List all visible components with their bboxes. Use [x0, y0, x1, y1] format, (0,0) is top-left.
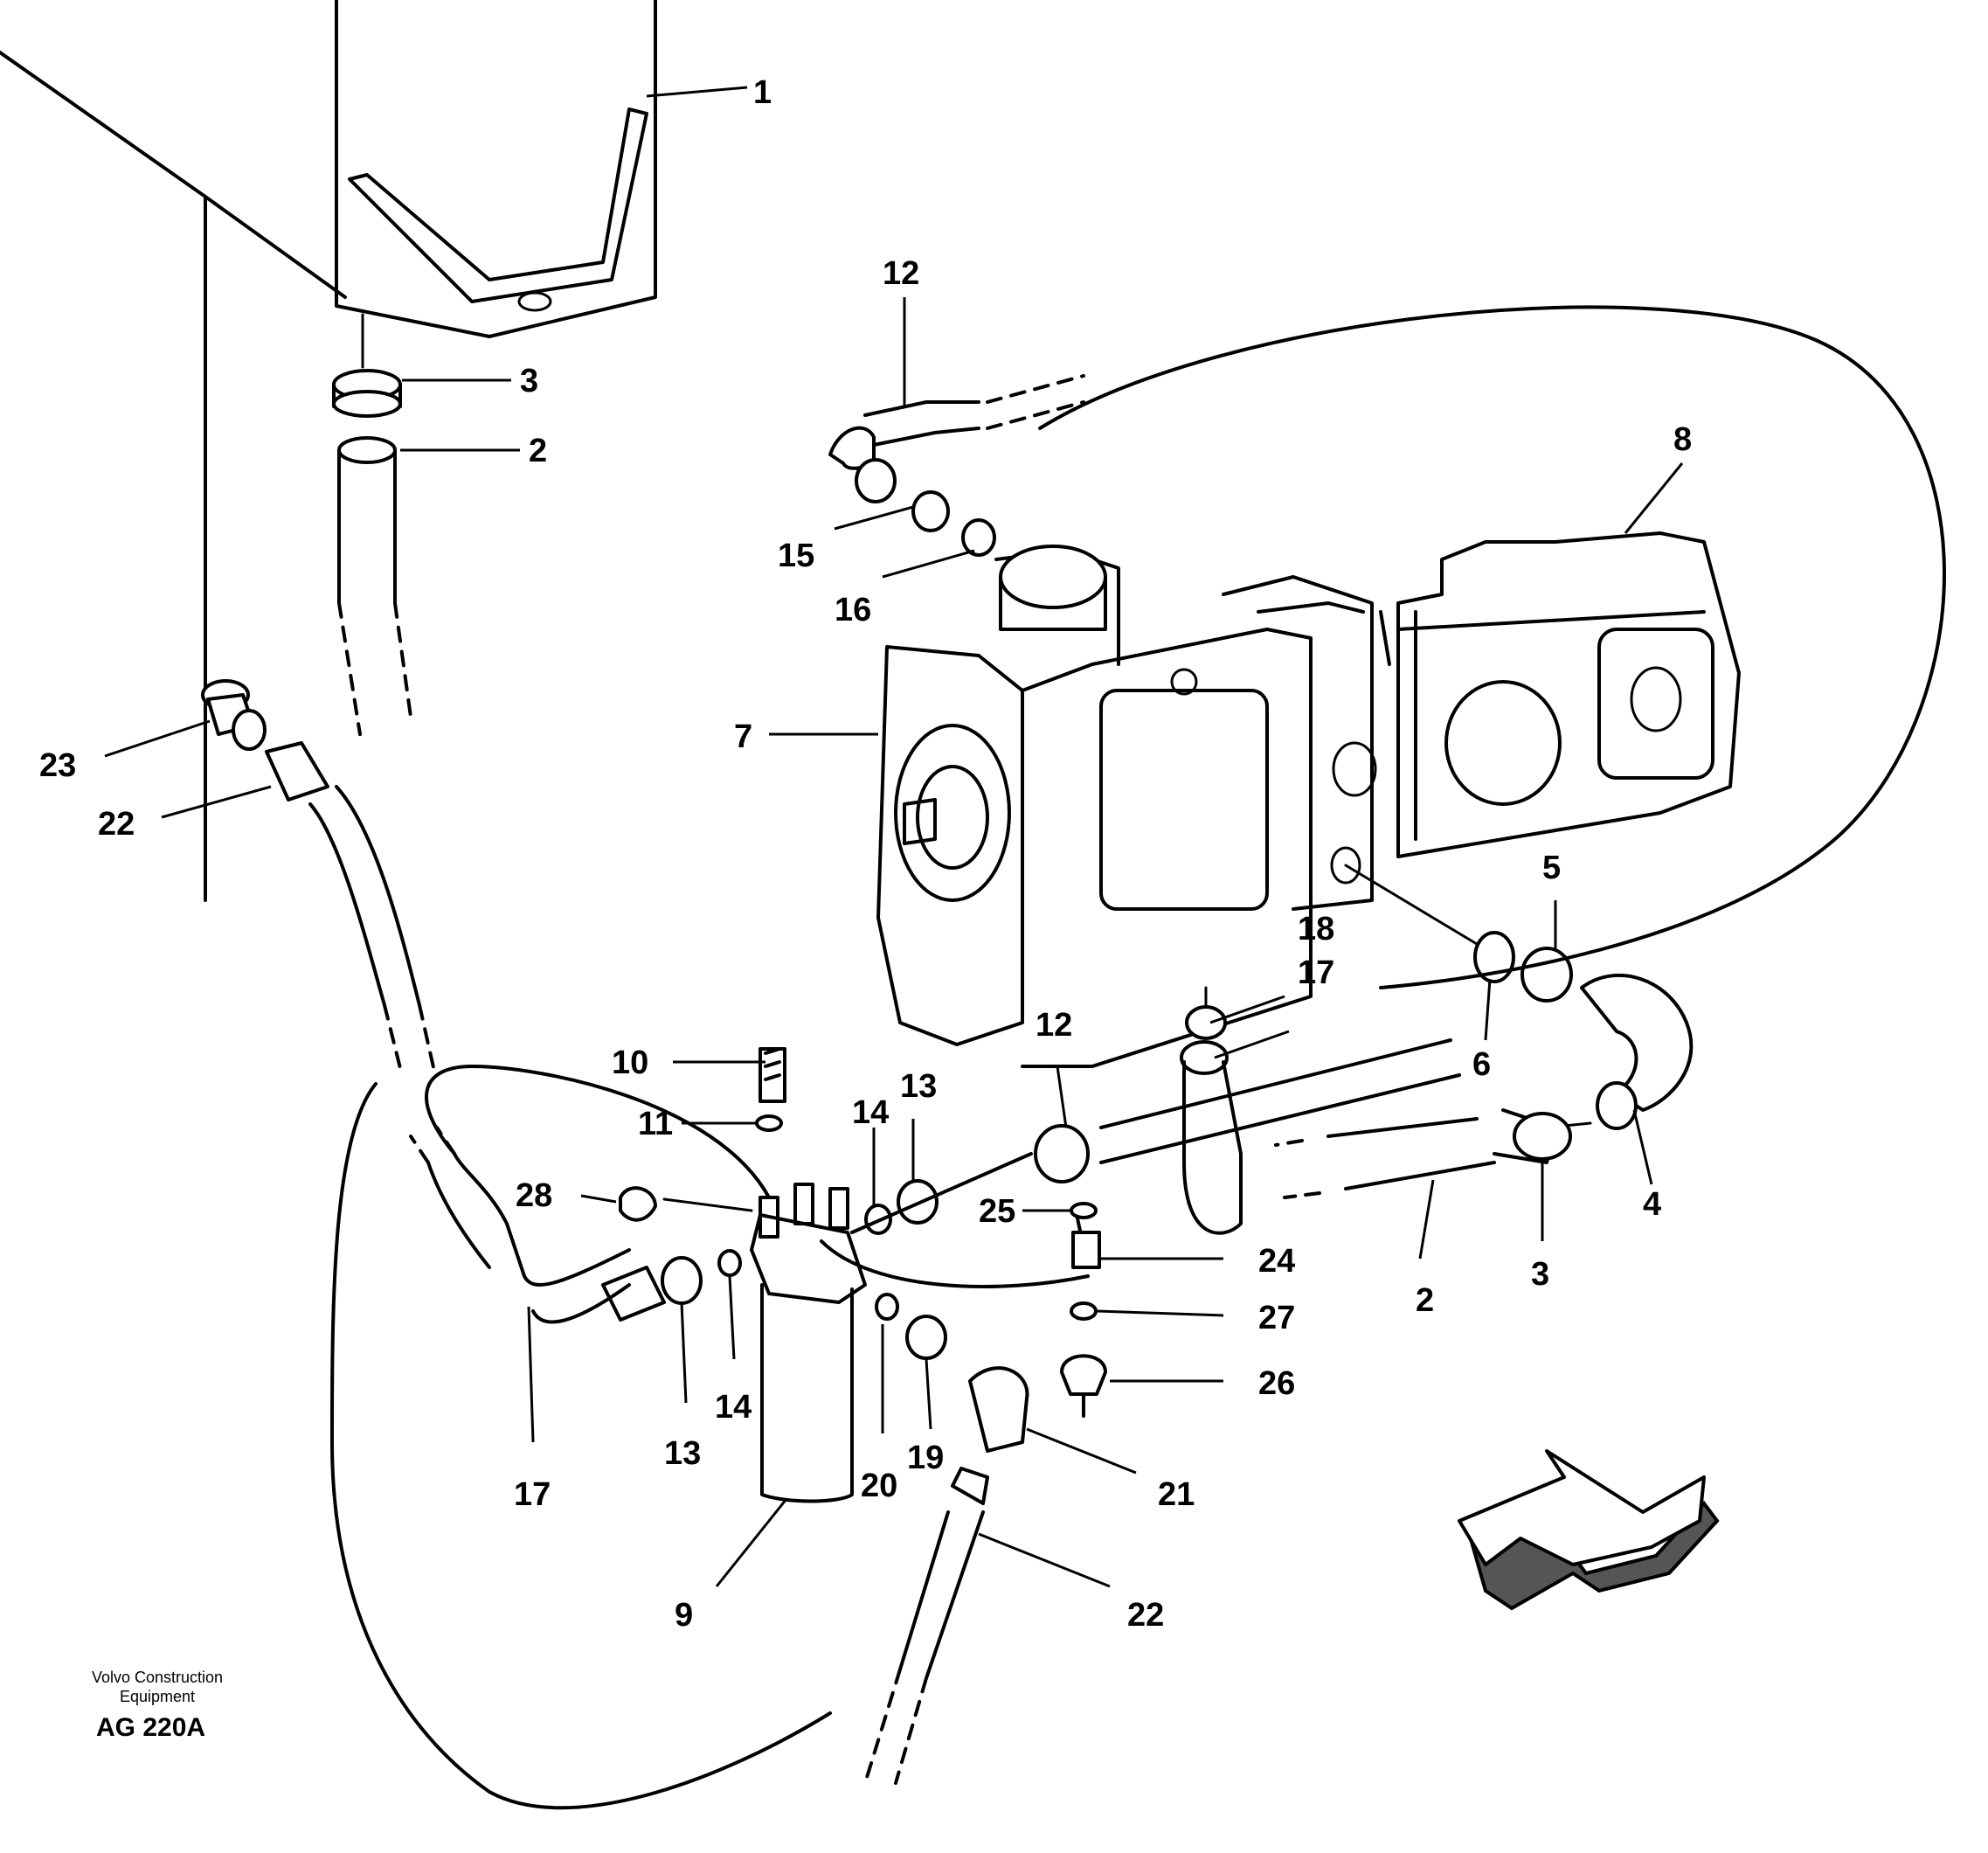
callout-12: 12	[883, 255, 919, 292]
oil-filter-assembly	[601, 1047, 1029, 1785]
callout-12b: 12	[1036, 1007, 1072, 1044]
callout-8: 8	[1673, 421, 1692, 458]
callout-3: 3	[520, 363, 538, 399]
hydraulic-pump-assembly	[876, 531, 1741, 1068]
company-credit: Volvo Construction Equipment	[52, 1668, 262, 1706]
company-line-2: Equipment	[119, 1688, 196, 1705]
callout-22b: 22	[1127, 1597, 1164, 1634]
callout-7: 7	[734, 718, 752, 755]
callout-26: 26	[1258, 1365, 1295, 1402]
company-line-1: Volvo Construction	[91, 1669, 224, 1686]
callout-24: 24	[1258, 1243, 1295, 1280]
callout-22: 22	[98, 806, 135, 843]
suction-hose-upper	[332, 313, 412, 736]
callout-5: 5	[1542, 850, 1561, 886]
callout-13b: 13	[664, 1435, 701, 1472]
pressure-pipe-assembly	[820, 986, 1461, 1418]
callout-labels: 1 3 2 12 15 16 7 8 5 18 17 6 12 10 13 14…	[39, 74, 1692, 1634]
return-loop-line	[1038, 305, 1946, 989]
callout-13: 13	[900, 1068, 937, 1105]
callout-1: 1	[753, 74, 772, 111]
callout-27: 27	[1258, 1300, 1295, 1336]
callout-11: 11	[638, 1106, 673, 1142]
callout-2: 2	[529, 433, 547, 469]
callout-19: 19	[907, 1440, 944, 1476]
filter-inlet-hose	[409, 1065, 1033, 1324]
hydraulic-tank	[0, 0, 657, 902]
callout-28: 28	[516, 1177, 552, 1214]
direction-arrow-icon	[1458, 1449, 1720, 1611]
callout-14b: 14	[715, 1389, 752, 1426]
callout-3b: 3	[1531, 1256, 1549, 1293]
callout-25: 25	[979, 1193, 1015, 1230]
callout-14: 14	[852, 1094, 889, 1131]
callout-6: 6	[1472, 1046, 1491, 1083]
callout-23: 23	[39, 747, 76, 784]
callout-17b: 17	[514, 1476, 551, 1513]
callout-18: 18	[1298, 911, 1334, 947]
upper-hose-fittings	[828, 374, 1085, 557]
callout-20: 20	[861, 1468, 897, 1504]
pump-outlet-fittings	[1274, 864, 1694, 1199]
callout-17: 17	[1298, 954, 1334, 991]
callout-15: 15	[778, 538, 814, 574]
callout-9: 9	[675, 1597, 693, 1634]
drawing-code: AG 220A	[96, 1713, 206, 1742]
leader-lines	[104, 86, 1684, 1588]
callout-4: 4	[1643, 1186, 1661, 1223]
callout-16: 16	[835, 592, 871, 628]
callout-21: 21	[1158, 1476, 1195, 1513]
callout-10: 10	[612, 1044, 648, 1081]
callout-2b: 2	[1416, 1282, 1434, 1319]
return-line-left	[201, 679, 832, 1810]
